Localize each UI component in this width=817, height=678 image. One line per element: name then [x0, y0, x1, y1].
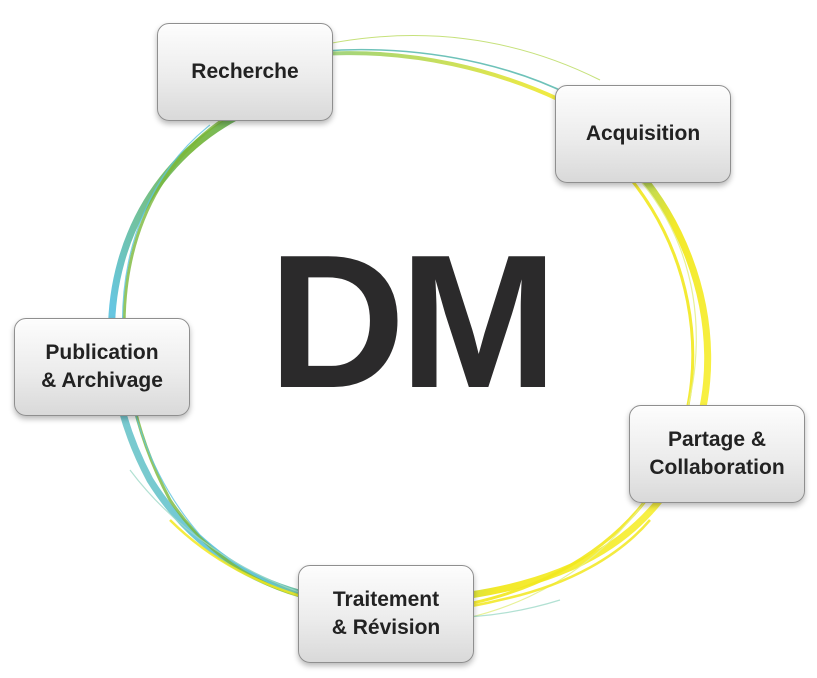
- stage-publication-archivage[interactable]: Publication & Archivage: [14, 318, 190, 416]
- stage-label: Recherche: [191, 60, 299, 83]
- ring-stroke-top-hair: [299, 35, 601, 81]
- stage-traitement-revision[interactable]: Traitement & Révision: [298, 565, 474, 663]
- stage-partage-collaboration[interactable]: Partage & Collaboration: [629, 405, 805, 503]
- stage-label: Publication & Archivage: [41, 341, 163, 392]
- center-title-reflection: DM: [240, 402, 580, 472]
- stage-label: Partage & Collaboration: [649, 428, 785, 479]
- stage-label: Acquisition: [585, 122, 701, 145]
- stage-label: Traitement & Révision: [331, 588, 441, 639]
- center-reflection-text: DM: [240, 402, 580, 472]
- stage-acquisition[interactable]: Acquisition: [555, 85, 731, 183]
- ring-stroke-left: [108, 106, 334, 604]
- center-logo: DM DM: [240, 216, 580, 472]
- stage-recherche[interactable]: Recherche: [157, 23, 333, 121]
- center-title: DM: [268, 216, 557, 428]
